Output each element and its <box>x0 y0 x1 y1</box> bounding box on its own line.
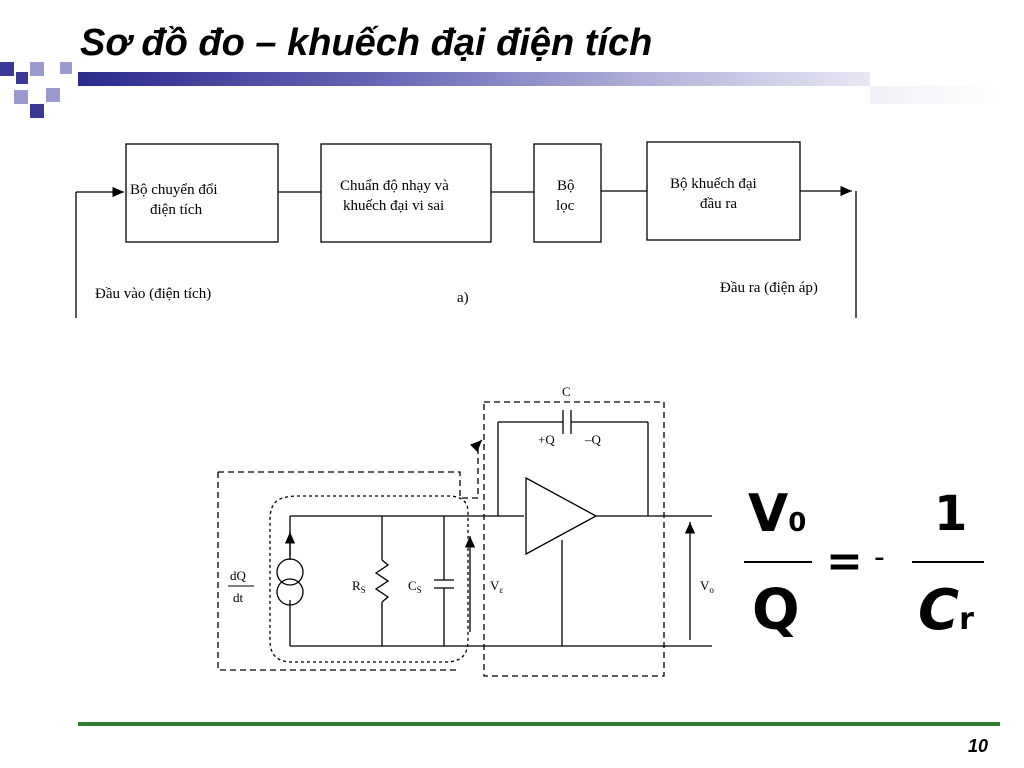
vin-label: Vε <box>490 578 503 595</box>
cf-label: C <box>562 384 571 399</box>
title-band-fade <box>870 86 1000 104</box>
source-numerator: dQ <box>230 568 247 583</box>
decor-square <box>0 62 14 76</box>
block-diagram <box>75 141 857 318</box>
block-3-line2: lọc <box>556 198 575 214</box>
block-4-line2: đầu ra <box>700 196 737 212</box>
circuit-diagram <box>217 401 712 677</box>
source-denominator: dt <box>233 590 244 605</box>
minus-q-label: –Q <box>584 432 602 447</box>
decor-square <box>30 62 44 76</box>
footer-divider <box>78 722 1000 726</box>
plus-q-label: +Q <box>538 432 555 447</box>
formula-lhs-numerator: V0 <box>748 484 807 544</box>
formula-equals: = <box>826 536 863 587</box>
vout-label: Vo <box>700 578 714 595</box>
dotted-charge-loop <box>269 495 469 663</box>
cs-label: CS <box>408 578 422 595</box>
block-3-line1: Bộ <box>557 178 575 194</box>
decor-square <box>46 88 60 102</box>
block-sensitivity-amplifier <box>320 143 492 243</box>
rs-label: RS <box>352 578 366 595</box>
block-charge-converter <box>125 143 279 243</box>
block-4-line1: Bộ khuếch đại <box>670 176 757 192</box>
block-filter <box>533 143 602 243</box>
diagram-caption: a) <box>457 290 469 306</box>
decor-square <box>30 104 44 118</box>
current-source-circle-1 <box>276 558 304 586</box>
input-label: Đầu vào (điện tích) <box>95 286 211 302</box>
resistor-rs <box>374 559 390 603</box>
block-2-line2: khuếch đại vi sai <box>343 198 444 214</box>
dashed-sensor-boundary <box>218 444 479 499</box>
block-1-line2: điện tích <box>150 202 203 218</box>
decor-square <box>14 90 28 104</box>
decor-square <box>16 72 28 84</box>
page-number: 10 <box>967 736 988 756</box>
block-2-line1: Chuẩn độ nhạy và <box>340 178 449 194</box>
formula-rhs-numerator: 1 <box>934 486 968 542</box>
formula-lhs-denominator: Q <box>752 578 800 643</box>
decor-square <box>60 62 72 74</box>
page-title: Sơ đồ đo – khuếch đại điện tích <box>80 22 653 64</box>
formula-rhs-denominator: Cr <box>918 578 974 643</box>
current-source-circle-2 <box>276 578 304 606</box>
formula-sign: - <box>874 540 885 575</box>
output-label: Đầu ra (điện áp) <box>720 280 818 296</box>
dashed-amplifier-boundary <box>483 401 665 677</box>
title-underline-band <box>78 72 870 86</box>
block-1-line1: Bộ chuyển đổi <box>130 182 218 198</box>
op-amp-triangle <box>525 476 598 556</box>
